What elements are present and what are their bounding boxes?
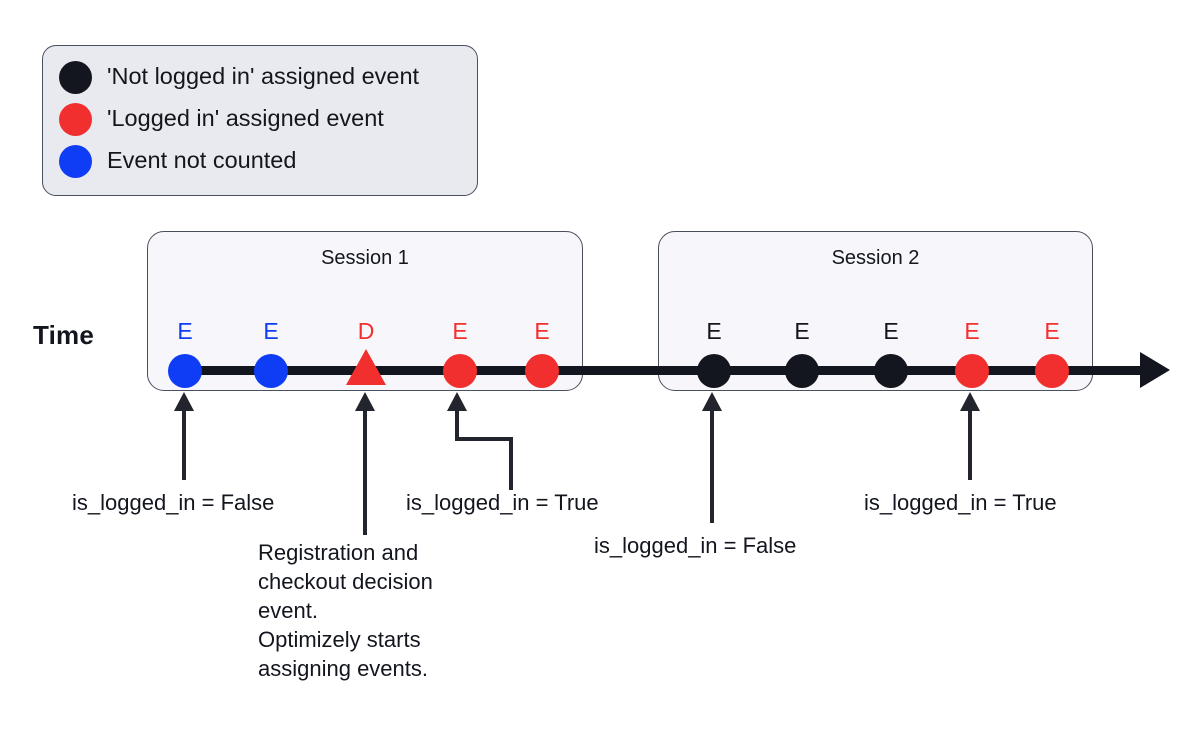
callout-arrowhead-icon [702, 392, 722, 411]
callout-stem [968, 410, 972, 480]
annotation-registration-decision: Registration and checkout decision event… [258, 538, 488, 683]
event-letter: E [263, 318, 279, 344]
event-marker-black-circle [785, 354, 819, 388]
blue-circle-icon [59, 144, 92, 178]
event-marker-blue-circle [254, 354, 288, 388]
event-letter: E [1044, 318, 1060, 344]
annotation-is-logged-in-true-1: is_logged_in = True [406, 490, 599, 515]
legend-box: 'Not logged in' assigned event 'Logged i… [42, 45, 478, 196]
legend-item-not-logged-in: 'Not logged in' assigned event [59, 56, 419, 98]
event-marker-black-circle [697, 354, 731, 388]
annotation-line: assigning events. [258, 656, 428, 682]
event-marker-red-circle [1035, 354, 1069, 388]
callout-arrowhead-icon [174, 392, 194, 411]
annotation-line: Registration and [258, 540, 419, 565]
annotation-is-logged-in-false-2: is_logged_in = False [594, 533, 797, 558]
legend-item-not-counted: Event not counted [59, 140, 296, 182]
event-letter: E [452, 318, 468, 344]
event-marker-black-circle [874, 354, 908, 388]
callout-elbow-segment [455, 437, 513, 441]
legend-item-logged-in: 'Logged in' assigned event [59, 98, 384, 140]
callout-arrowhead-icon [960, 392, 980, 411]
callout-arrowhead-icon [447, 392, 467, 411]
event-letter: E [706, 318, 722, 344]
annotation-is-logged-in-true-2: is_logged_in = True [864, 490, 1057, 515]
annotation-line: event. [258, 598, 318, 624]
event-marker-red-circle [955, 354, 989, 388]
black-circle-icon [59, 60, 92, 94]
callout-stem [363, 410, 367, 535]
callout-stem [182, 410, 186, 480]
timeline-arrowhead-icon [1140, 352, 1170, 388]
event-letter: E [794, 318, 810, 344]
callout-stem [509, 437, 513, 490]
callout-arrowhead-icon [355, 392, 375, 411]
session-title: Session 1 [321, 247, 409, 269]
event-marker-red-triangle [346, 349, 386, 385]
time-axis-label: Time [33, 320, 95, 350]
event-marker-red-circle [443, 354, 477, 388]
event-marker-blue-circle [168, 354, 202, 388]
annotation-line: Optimizely starts [258, 627, 421, 653]
session-title: Session 2 [831, 247, 920, 269]
timeline-axis [176, 366, 1146, 375]
callout-stem [710, 410, 714, 523]
event-marker-red-circle [525, 354, 559, 388]
callout-stem [455, 410, 459, 440]
annotation-is-logged-in-false-1: is_logged_in = False [72, 490, 275, 515]
event-letter: D [357, 318, 375, 344]
annotation-line: checkout decision [258, 569, 433, 595]
legend-item-label: 'Not logged in' assigned event [107, 63, 420, 90]
event-letter: E [534, 318, 550, 344]
event-letter: E [883, 318, 899, 344]
event-letter: E [964, 318, 980, 344]
legend-item-label: 'Logged in' assigned event [107, 105, 384, 132]
red-circle-icon [59, 102, 92, 136]
legend-item-label: Event not counted [107, 147, 297, 174]
event-letter: E [177, 318, 193, 344]
